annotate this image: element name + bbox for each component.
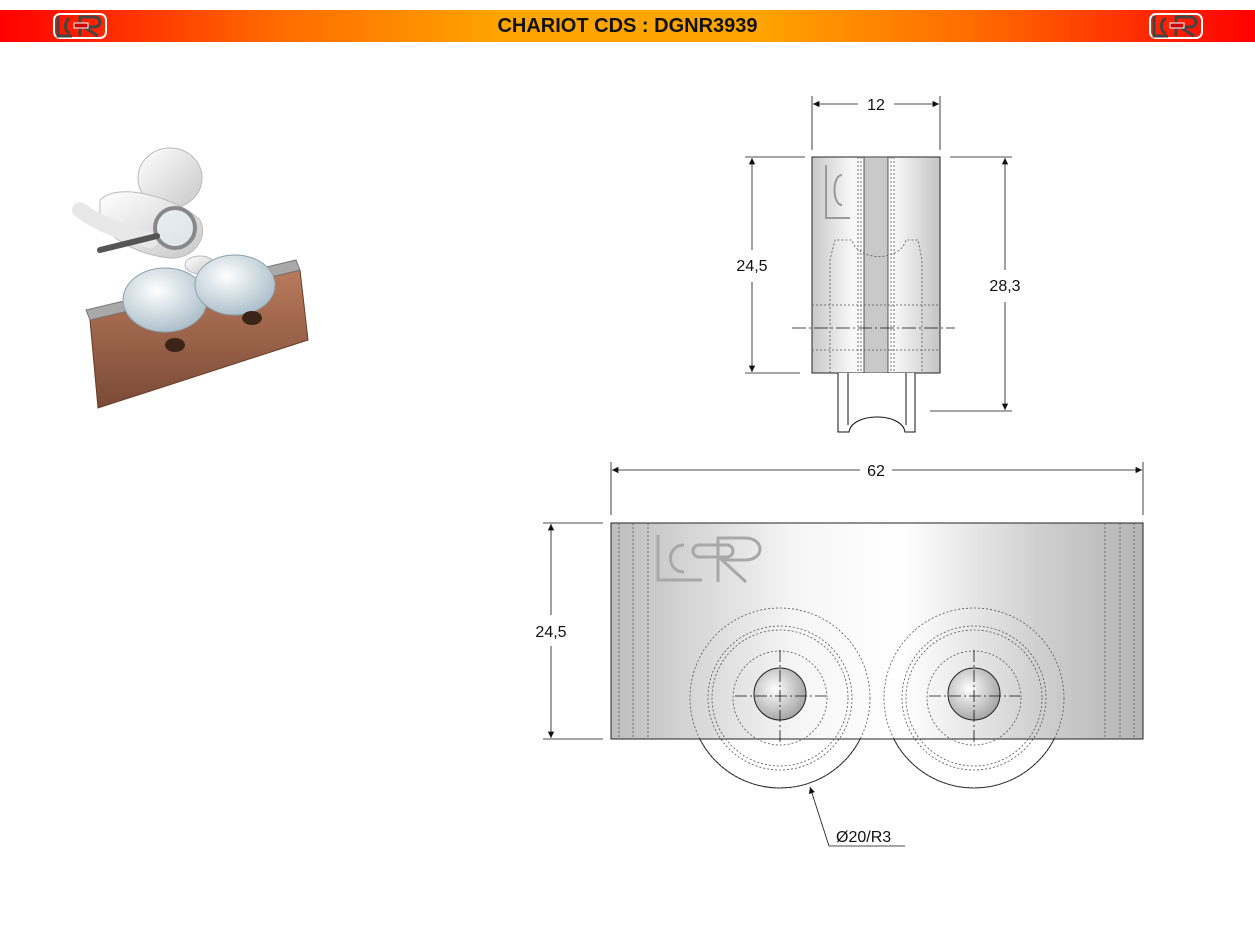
front-view: 62 24,5 Ø20/R3 bbox=[535, 462, 1144, 847]
product-illustration bbox=[72, 147, 309, 409]
lcr-watermark bbox=[656, 535, 762, 584]
side-view: 12 24,5 28,3 bbox=[736, 96, 1021, 433]
dim-side-height-total: 28,3 bbox=[989, 278, 1020, 295]
page-title: CHARIOT CDS : DGNR3939 bbox=[497, 15, 758, 37]
dim-front-height: 24,5 bbox=[535, 624, 566, 641]
lcr-logo-right bbox=[1149, 13, 1203, 39]
wheel-diameter-callout: Ø20/R3 bbox=[836, 829, 891, 846]
lcr-logo-left bbox=[53, 13, 107, 39]
dim-front-width: 62 bbox=[867, 463, 885, 480]
header-bar: CHARIOT CDS : DGNR3939 bbox=[0, 10, 1255, 42]
dim-side-width: 12 bbox=[867, 97, 885, 114]
dim-side-height-body: 24,5 bbox=[736, 258, 767, 275]
